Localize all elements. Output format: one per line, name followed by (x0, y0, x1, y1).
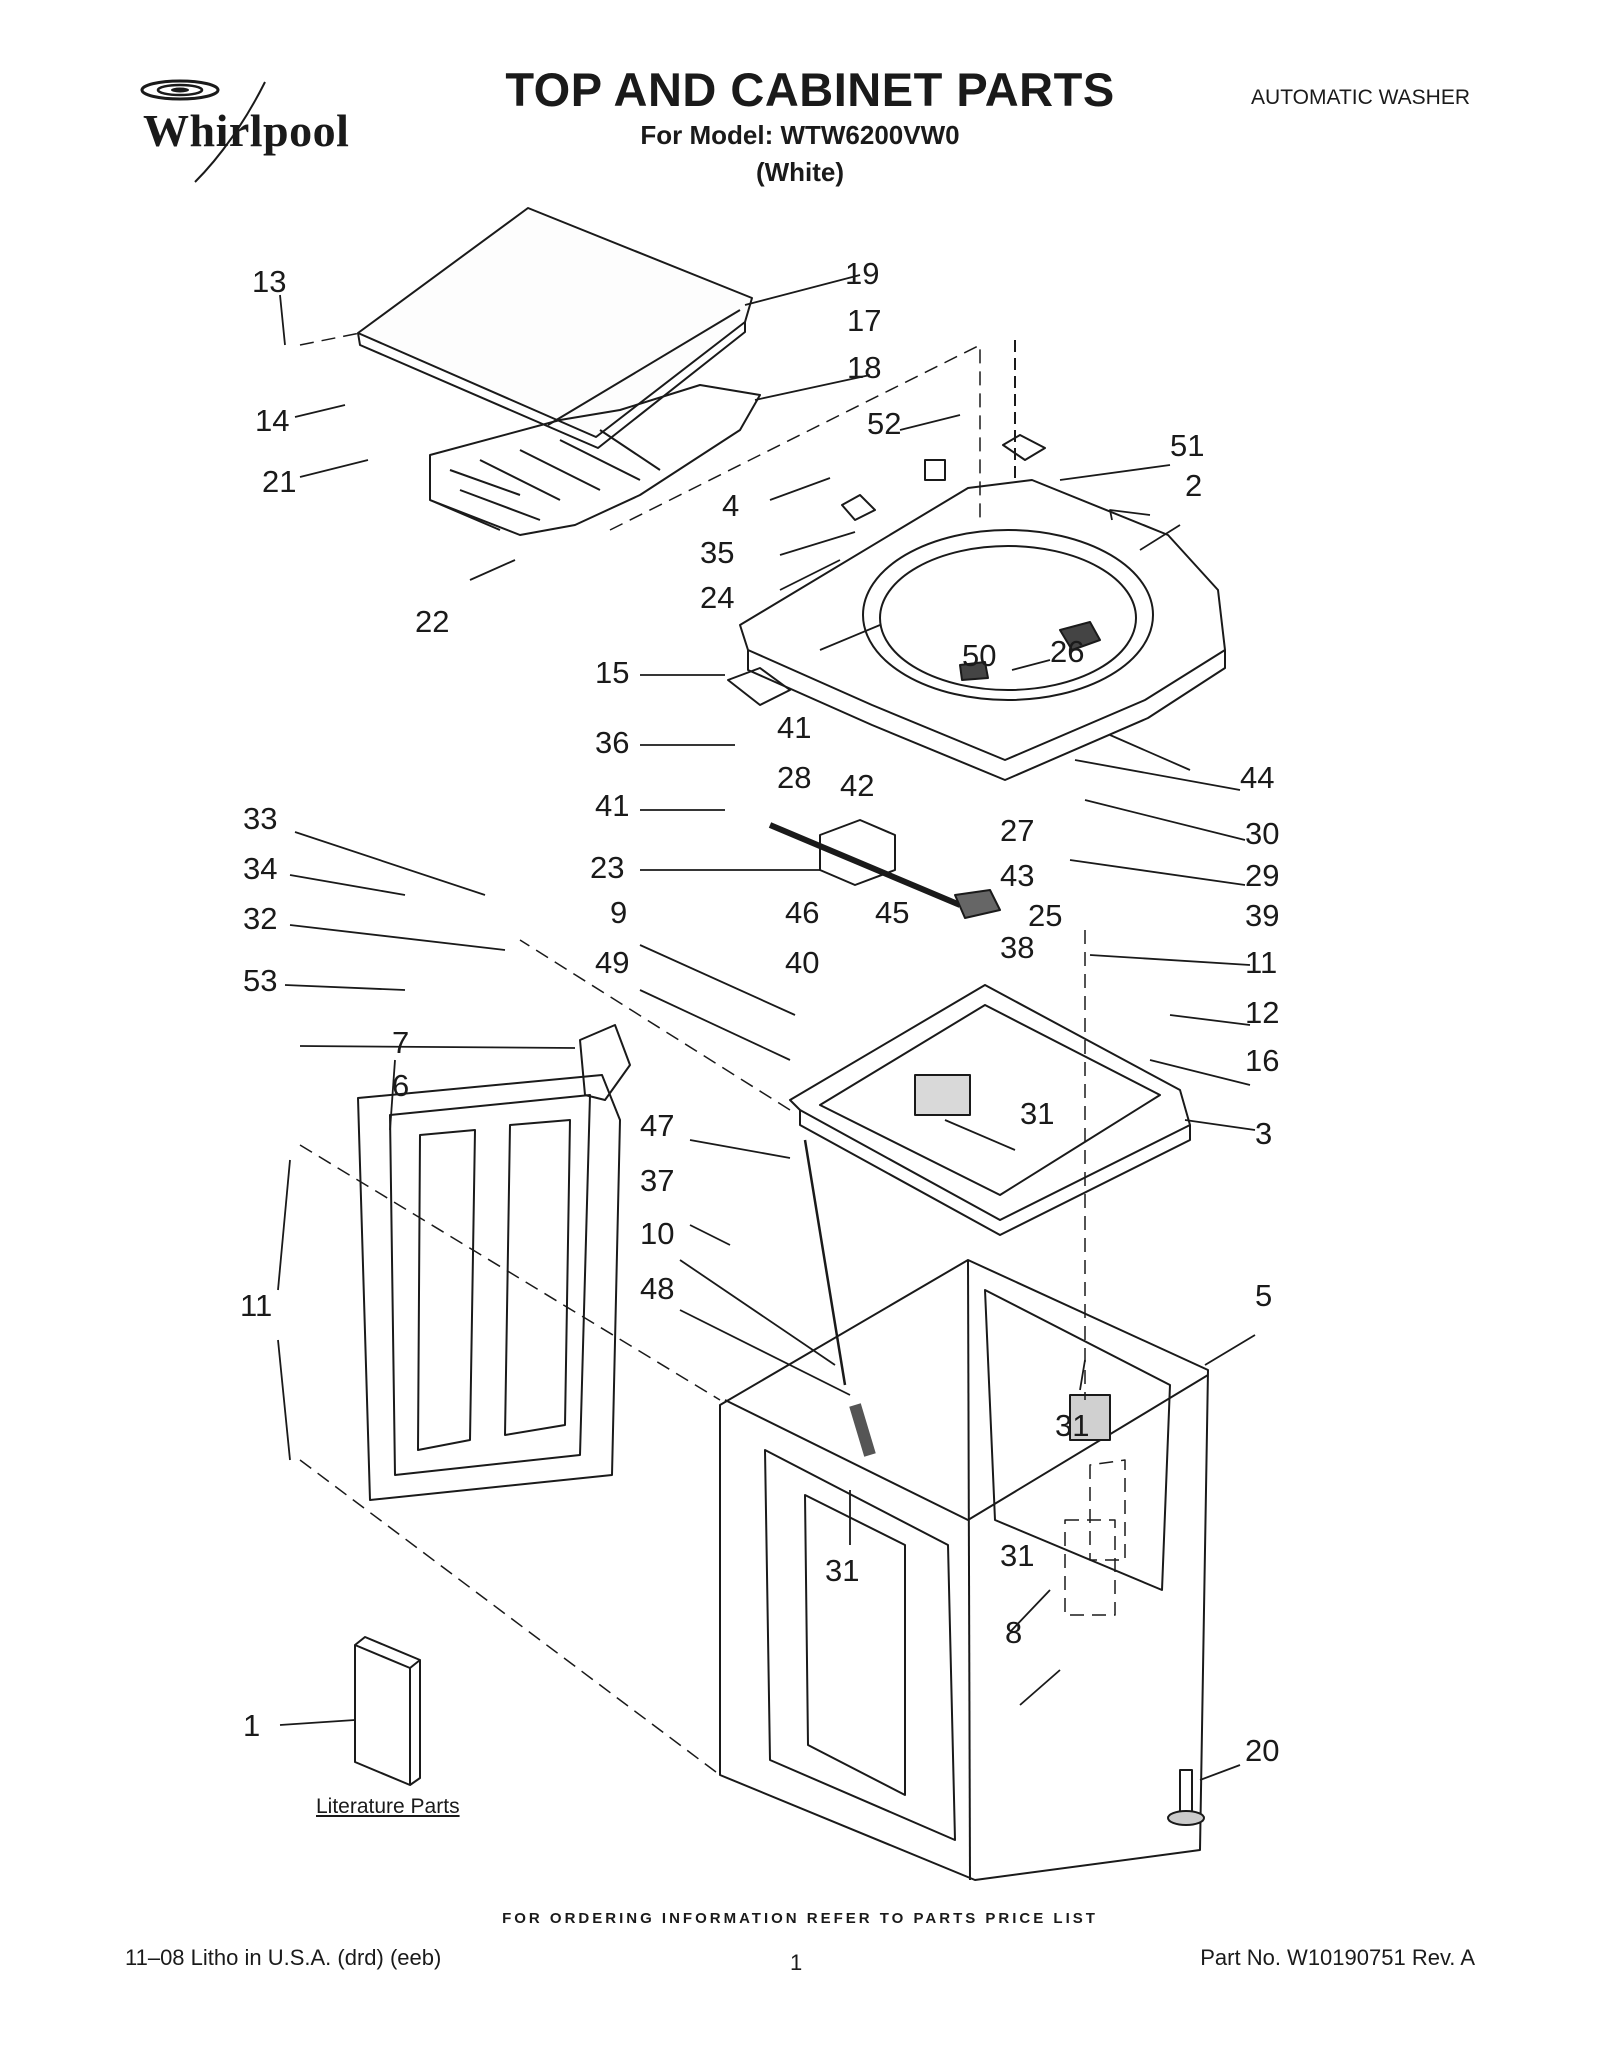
whirlpool-swirl-icon (140, 79, 266, 183)
damper-spring-part (849, 1403, 876, 1457)
callout-label: 51 (1170, 428, 1205, 463)
callout-label: 12 (1245, 995, 1280, 1030)
callout-label: 31 (1000, 1538, 1035, 1573)
callout-label: 17 (847, 303, 882, 338)
callout-label: 6 (392, 1068, 410, 1103)
pad-part-26 (959, 661, 989, 681)
callout-label: 45 (875, 895, 910, 930)
color-line: (White) (755, 157, 845, 187)
page-number: 1 (790, 1950, 803, 1975)
lid-part (357, 207, 753, 449)
top-panel-part (739, 340, 1226, 781)
callout-label: 43 (1000, 858, 1035, 893)
literature-parts-label: Literature Parts (316, 1795, 460, 1818)
pad-part (1059, 621, 1101, 651)
page-title: TOP AND CABINET PARTS (505, 63, 1115, 116)
damper-rod-part (803, 1139, 847, 1386)
callout-label: 15 (595, 655, 630, 690)
rod-part (768, 822, 962, 908)
model-line: For Model: WTW6200VW0 (640, 120, 960, 150)
callout-label: 47 (640, 1108, 675, 1143)
callout-label: 21 (262, 464, 297, 499)
callout-label: 20 (1245, 1733, 1280, 1768)
callout-label: 4 (722, 488, 740, 523)
callout-label: 44 (1240, 760, 1275, 795)
callout-label: 50 (962, 638, 997, 673)
callout-label: 23 (590, 850, 625, 885)
leader-lines (277, 274, 1256, 1781)
callout-label: 13 (252, 264, 287, 299)
callout-label: 33 (243, 801, 278, 836)
rear-panel-part (357, 1074, 621, 1501)
callout-label: 46 (785, 895, 820, 930)
ordering-note: FOR ORDERING INFORMATION REFER TO PARTS … (502, 1910, 1098, 1927)
cabinet-part (719, 1259, 1209, 1881)
callout-label: 41 (595, 788, 630, 823)
brand-name: Whirlpool (143, 105, 350, 156)
callout-label: 2 (1185, 468, 1203, 503)
callout-label: 26 (1050, 634, 1085, 669)
callout-label: 27 (1000, 813, 1035, 848)
callout-label: 42 (840, 768, 875, 803)
label-31-part (914, 1074, 971, 1116)
pad-part-35 (841, 494, 876, 521)
callout-label: 1 (243, 1708, 261, 1743)
callout-label: 7 (392, 1025, 410, 1060)
callout-label: 10 (640, 1216, 675, 1251)
callout-label: 25 (1028, 898, 1063, 933)
callout-label: 8 (1005, 1615, 1023, 1650)
callout-label: 40 (785, 945, 820, 980)
literature-part (354, 1636, 421, 1786)
assembly-lines (299, 332, 1126, 1776)
base-frame-part (789, 984, 1191, 1236)
callout-label: 38 (1000, 930, 1035, 965)
callout-label: 41 (777, 710, 812, 745)
callout-label: 35 (700, 535, 735, 570)
callout-label: 52 (867, 406, 902, 441)
whirlpool-logo: Whirlpool (125, 72, 375, 202)
litho-line: 11–08 Litho in U.S.A. (drd) (eeb) (125, 1945, 442, 1970)
callout-label: 31 (825, 1553, 860, 1588)
callout-label: 29 (1245, 858, 1280, 893)
callout-label: 49 (595, 945, 630, 980)
control-bracket-part (579, 1024, 631, 1101)
callout-label: 30 (1245, 816, 1280, 851)
callout-label: 18 (847, 350, 882, 385)
callout-label: 9 (610, 895, 628, 930)
callout-label: 16 (1245, 1043, 1280, 1078)
callout-label: 31 (1020, 1096, 1055, 1131)
callout-label: 31 (1055, 1408, 1090, 1443)
callout-label: 5 (1255, 1278, 1273, 1313)
callout-label: 36 (595, 725, 630, 760)
callout-label: 28 (777, 760, 812, 795)
callout-label: 39 (1245, 898, 1280, 933)
callout-label: 19 (845, 256, 880, 291)
product-type: AUTOMATIC WASHER (1251, 86, 1470, 109)
callout-label: 34 (243, 851, 278, 886)
pad-part-25 (954, 889, 1001, 919)
bracket-part-52 (924, 459, 946, 481)
callout-label: 53 (243, 963, 278, 998)
callout-label: 48 (640, 1271, 675, 1306)
callout-label: 11 (1245, 945, 1278, 980)
leveling-leg-part (1167, 1769, 1205, 1826)
callout-label: 24 (700, 580, 735, 615)
callout-label: 32 (243, 901, 278, 936)
pad-part-51 (1002, 434, 1046, 461)
callout-label: 14 (255, 403, 290, 438)
callout-label: 22 (415, 604, 450, 639)
callout-label: 3 (1255, 1116, 1273, 1151)
lid-switch-part (727, 667, 791, 706)
part-number: Part No. W10190751 Rev. A (1200, 1945, 1475, 1970)
callout-label: 37 (640, 1163, 675, 1198)
callout-label: 11 (240, 1288, 273, 1323)
lid-frame-part (429, 384, 761, 536)
